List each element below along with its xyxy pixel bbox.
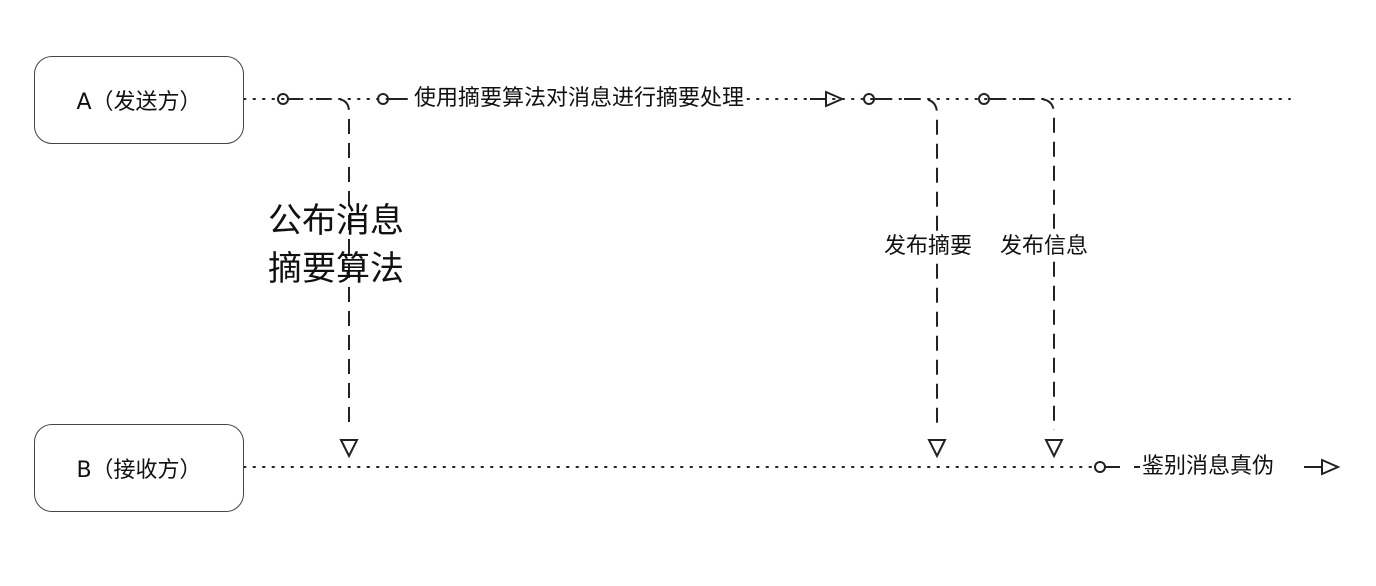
arrowhead <box>927 439 947 459</box>
label-use-algorithm: 使用摘要算法对消息进行摘要处理 <box>414 86 745 112</box>
message-verify-connectors <box>1094 458 1341 476</box>
message-publish-digest <box>863 93 947 459</box>
label-verify: 鉴别消息真伪 <box>1142 454 1275 480</box>
message-publish-message <box>978 93 1064 459</box>
message-publish-algorithm <box>277 93 359 459</box>
party-a-box: A（发送方） <box>34 56 244 144</box>
party-b-label: B（接收方） <box>76 458 202 483</box>
label-publish-algorithm-line1: 公布消息 <box>268 201 404 241</box>
party-b-box: B（接收方） <box>34 424 244 512</box>
arrowhead <box>1044 439 1064 459</box>
arrowhead <box>339 439 359 459</box>
party-a-label: A（发送方） <box>76 90 202 115</box>
label-publish-digest: 发布摘要 <box>884 234 973 260</box>
label-publish-algorithm-line2: 摘要算法 <box>268 249 404 289</box>
label-publish-message: 发布信息 <box>1000 234 1089 260</box>
message-use-algorithm-connectors <box>377 90 845 108</box>
